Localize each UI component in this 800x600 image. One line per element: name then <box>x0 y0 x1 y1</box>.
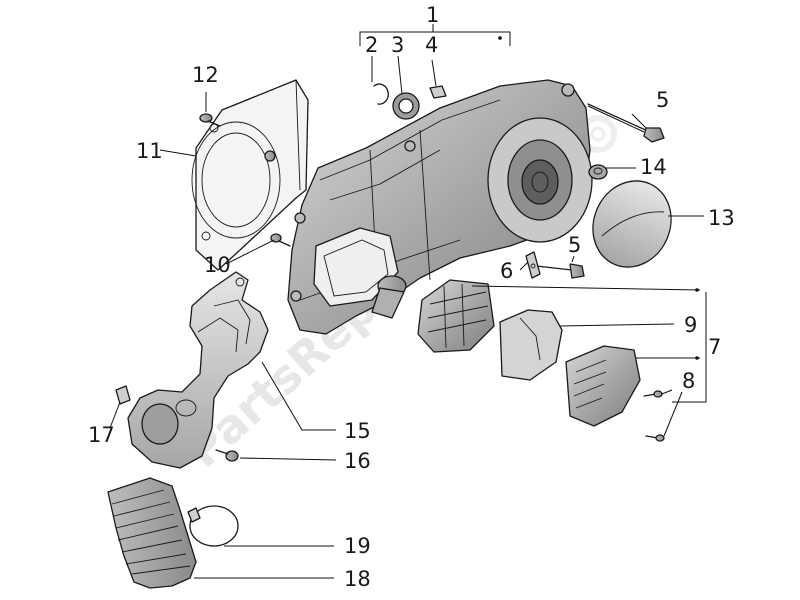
part-16-screw <box>215 449 239 462</box>
part-4-pin <box>429 85 447 99</box>
part-9-filter-element <box>499 309 563 381</box>
part-17-clip <box>115 385 131 405</box>
callout-3: 3 <box>391 33 404 57</box>
callout-5-lower: 5 <box>568 233 581 257</box>
part-13-cap <box>592 180 672 268</box>
part-2-circlip <box>373 83 389 105</box>
callout-16: 16 <box>344 449 371 473</box>
callout-7: 7 <box>708 335 721 359</box>
callout-1: 1 <box>426 3 439 27</box>
leader-lines <box>109 24 707 579</box>
callout-18: 18 <box>344 567 371 591</box>
callout-8: 8 <box>682 369 695 393</box>
callout-11: 11 <box>136 139 163 163</box>
callout-19: 19 <box>344 534 371 558</box>
part-8-screw-lower <box>645 434 665 442</box>
part-15-intake-duct <box>127 271 269 469</box>
callout-9: 9 <box>684 313 697 337</box>
callout-6: 6 <box>500 259 513 283</box>
callout-4: 4 <box>425 33 438 57</box>
part-8-screw-upper <box>643 390 663 398</box>
part-6-clip <box>525 251 541 279</box>
part-7-filter-housing <box>417 279 495 353</box>
callout-5-upper: 5 <box>656 88 669 112</box>
callout-14: 14 <box>640 155 667 179</box>
callout-13: 13 <box>708 206 735 230</box>
part-11-gasket-plate <box>191 79 309 271</box>
part-5-bolt-lower <box>535 263 585 279</box>
callout-15: 15 <box>344 419 371 443</box>
part-12-screw <box>199 113 221 127</box>
callout-2: 2 <box>365 33 378 57</box>
part-7-filter-cover <box>565 345 641 427</box>
part-3-bearing <box>392 92 420 120</box>
part-19-hose-clamp <box>187 505 239 547</box>
part-18-hose <box>107 477 197 589</box>
callout-10: 10 <box>204 253 231 277</box>
callout-17: 17 <box>88 423 115 447</box>
part-5-bolt-upper <box>587 103 665 143</box>
part-14-grommet <box>588 164 608 180</box>
callouts: 1 2 3 4 5 5 6 7 8 9 10 11 12 13 14 15 16… <box>88 3 735 591</box>
part-1-crankcase-cover <box>287 79 593 335</box>
callout-12: 12 <box>192 63 219 87</box>
